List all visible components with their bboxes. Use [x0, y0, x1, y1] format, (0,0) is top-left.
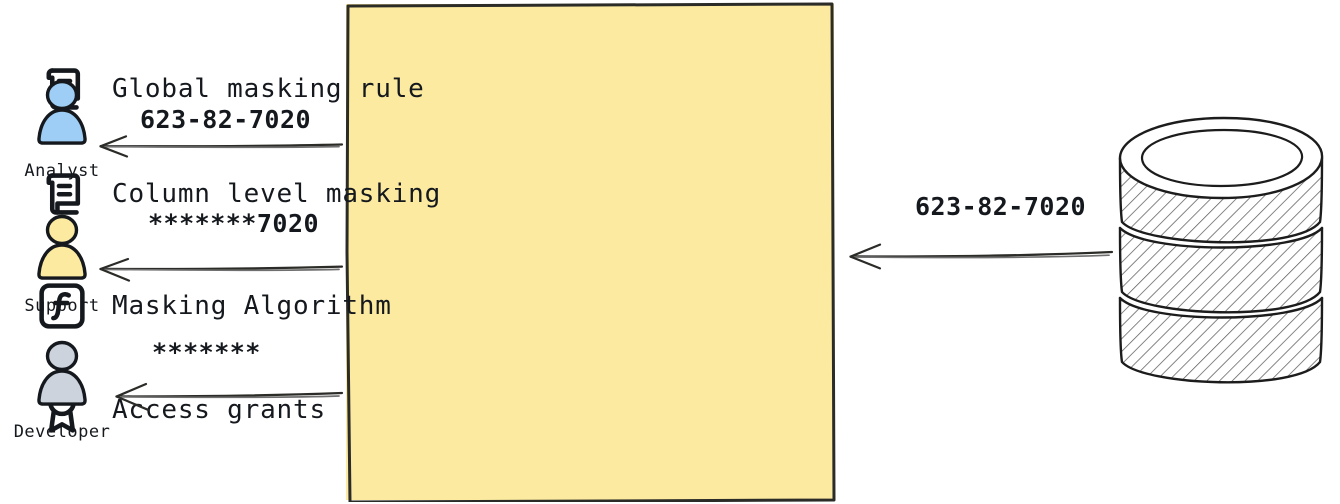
- database-segment-top: [1118, 116, 1324, 244]
- arrow-left-icon: [115, 382, 344, 411]
- flow-label-database: 623-82-7020: [915, 192, 1087, 221]
- arrow-left-icon: [99, 135, 344, 158]
- flow-label-analyst: 623-82-7020: [140, 105, 312, 134]
- database-segment-middle: [1118, 226, 1324, 314]
- arrow-left-icon: [99, 257, 344, 282]
- policy-row-label: Masking Algorithm: [112, 291, 392, 321]
- policy-row-masking-algorithm[interactable]: Masking Algorithm: [30, 274, 392, 338]
- actor-developer[interactable]: Developer: [2, 339, 122, 442]
- policy-row-global-masking-rule[interactable]: Global masking rule: [30, 57, 425, 121]
- arrow-left-icon: [849, 243, 1114, 270]
- actor-support[interactable]: Support: [2, 213, 122, 316]
- policy-row-label: Column level masking: [112, 179, 442, 209]
- person-icon: [37, 214, 87, 280]
- scroll-icon: [30, 168, 94, 220]
- database-cylinder-icon: [1118, 116, 1324, 384]
- person-icon: [37, 79, 87, 145]
- policy-row-label: Global masking rule: [112, 74, 425, 104]
- flow-label-developer: *******: [152, 338, 261, 367]
- function-icon: [30, 280, 94, 332]
- actor-label: Analyst: [24, 161, 100, 181]
- actor-analyst[interactable]: Analyst: [2, 78, 122, 181]
- person-icon: [37, 340, 87, 406]
- actor-label: Developer: [13, 422, 111, 442]
- flow-label-support: *******7020: [148, 209, 320, 238]
- policy-row-column-level-masking[interactable]: Column level masking: [30, 162, 441, 226]
- actor-label: Support: [24, 296, 100, 316]
